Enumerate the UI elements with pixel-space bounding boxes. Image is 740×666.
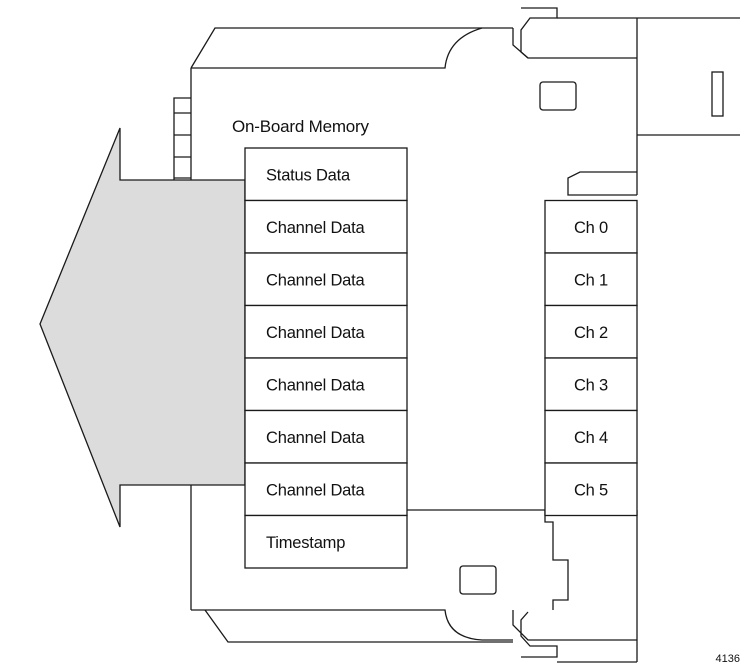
channel-box: Ch 0 xyxy=(544,199,638,254)
module-housing xyxy=(173,7,740,663)
channel-label: Ch 4 xyxy=(574,429,608,447)
memory-row-label: Status Data xyxy=(266,166,351,184)
channel-box: Ch 5 xyxy=(544,462,638,517)
figure-number: 4136 xyxy=(716,653,740,665)
memory-row-cell xyxy=(244,252,408,307)
memory-row-cell xyxy=(244,304,408,359)
channel-box: Ch 2 xyxy=(544,304,638,359)
top-indicator-window xyxy=(539,81,577,111)
memory-row: Channel Data xyxy=(244,409,408,464)
channel-box: Ch 4 xyxy=(544,409,638,464)
memory-row: Channel Data xyxy=(244,199,408,254)
channel-cell xyxy=(544,199,638,254)
channel-column: Ch 0 Ch 1 Ch 2 Ch 3 Ch 4 Ch 5 xyxy=(544,199,638,517)
channel-cell xyxy=(544,409,638,464)
memory-row-label: Channel Data xyxy=(266,481,366,499)
memory-row-cell xyxy=(244,147,408,202)
memory-row: Channel Data xyxy=(244,304,408,359)
channel-label: Ch 2 xyxy=(574,324,608,342)
channel-box: Ch 1 xyxy=(544,252,638,307)
memory-row-cell xyxy=(244,462,408,517)
bottom-indicator-window xyxy=(459,565,497,595)
memory-row-label: Channel Data xyxy=(266,219,366,237)
channel-label: Ch 3 xyxy=(574,376,608,394)
memory-row: Channel Data xyxy=(244,252,408,307)
channel-label: Ch 0 xyxy=(574,219,608,237)
memory-row-cell xyxy=(244,357,408,412)
channel-cell xyxy=(544,252,638,307)
memory-row-label: Channel Data xyxy=(266,376,366,394)
channel-cell xyxy=(544,357,638,412)
memory-row-cell xyxy=(244,199,408,254)
memory-row-cell xyxy=(244,514,408,569)
memory-row: Channel Data xyxy=(244,357,408,412)
channel-box: Ch 3 xyxy=(544,357,638,412)
memory-row: Channel Data xyxy=(244,462,408,517)
channel-label: Ch 1 xyxy=(574,271,608,289)
memory-row-label: Timestamp xyxy=(266,534,345,552)
right-connector-slot xyxy=(711,71,724,117)
channel-cell xyxy=(544,304,638,359)
memory-row: Status Data xyxy=(244,147,408,202)
memory-row-cell xyxy=(244,409,408,464)
channel-cell xyxy=(544,462,638,517)
memory-row-label: Channel Data xyxy=(266,324,366,342)
channel-label: Ch 5 xyxy=(574,481,608,499)
memory-row: Timestamp xyxy=(244,514,408,569)
memory-row-label: Channel Data xyxy=(266,429,366,447)
memory-title: On-Board Memory xyxy=(232,117,370,136)
memory-row-label: Channel Data xyxy=(266,271,366,289)
data-flow-arrow xyxy=(39,127,246,528)
